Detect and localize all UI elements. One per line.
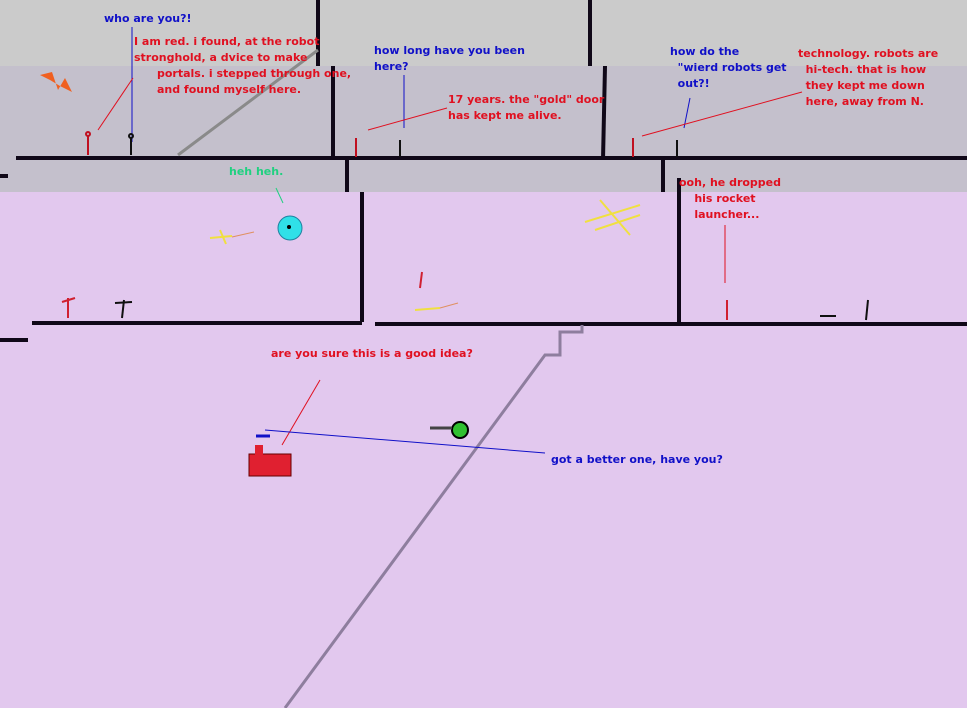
muzzle-flashes	[209, 199, 641, 311]
speech-good-idea: are you sure this is a good idea?	[271, 347, 473, 360]
speech-technology: technology. robots are hi-tech. that is …	[798, 47, 939, 108]
speech-who-are-you: who are you?!	[104, 12, 192, 25]
fire	[40, 72, 72, 92]
speech-how-long: how long have you been here?	[374, 44, 525, 73]
speech-heh-heh: heh heh.	[229, 165, 284, 178]
green-drone	[430, 421, 469, 439]
cyan-robot	[277, 215, 303, 241]
caption-rocket-launcher: ooh, he dropped his rocket launcher...	[679, 176, 782, 221]
speech-red-intro: I am red. i found, at the robot strongho…	[134, 35, 352, 96]
stick-figures	[61, 131, 869, 321]
speech-17-years: 17 years. the "gold" door has kept me al…	[448, 93, 605, 122]
speech-better-one: got a better one, have you?	[551, 453, 723, 466]
red-vehicle	[248, 434, 292, 477]
panel-borders	[0, 0, 967, 342]
speech-how-robots-out: how do the "wierd robots get out?!	[670, 45, 787, 90]
